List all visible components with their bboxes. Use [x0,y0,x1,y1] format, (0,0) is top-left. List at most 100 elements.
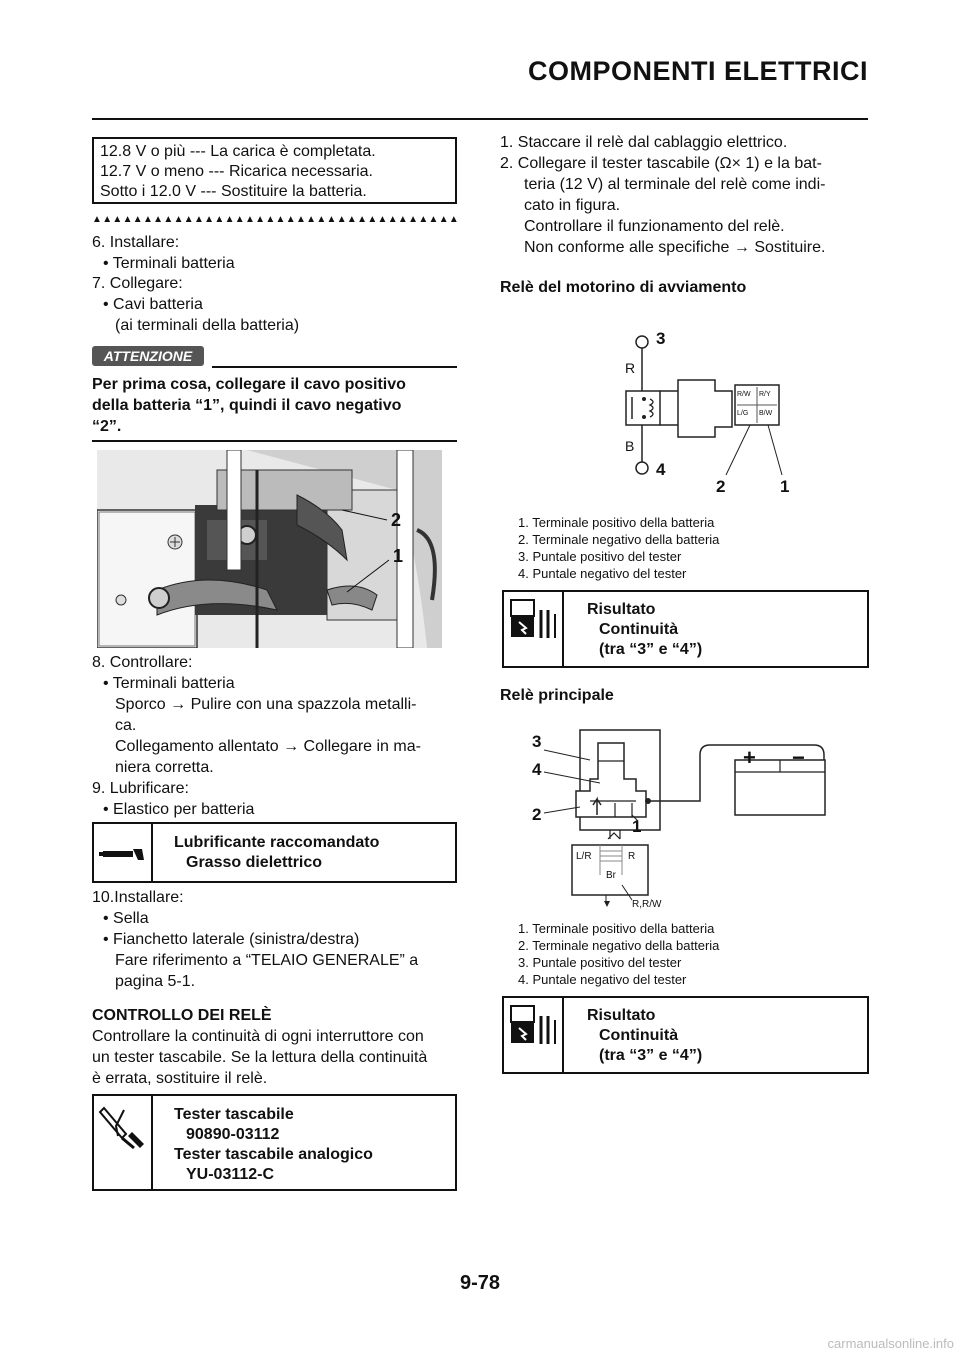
step-7-item: • Cavi batteria [103,296,203,313]
main-relay-title: Relè principale [500,687,614,704]
charge-line-2: 12.7 V o meno --- Ricarica necessaria. [100,163,373,180]
battery-minus: − [792,745,805,770]
result-1-icon-cell [504,592,564,666]
tester-icon-cell [94,1096,153,1189]
tester-line-1: Tester tascabile [174,1106,294,1123]
starter-relay-title: Relè del motorino di avviamento [500,279,747,296]
starter-relay-schematic [625,335,783,476]
right-step-2-replace: Non conforme alle specifiche → Sostituir… [524,239,826,256]
result-1-title: Risultato [587,601,656,618]
lube-title: Lubrificante raccomandato [174,834,380,851]
step-9: 9. Lubrificare: [92,780,189,797]
starter-pin-lg: L/G [737,410,749,417]
starter-pin-bw: B/W [759,410,773,417]
attention-end-rule [92,440,457,442]
attention-line-3: “2”. [92,418,122,435]
starter-label-4: 4 [656,460,666,479]
section-body-2: un tester tascabile. Se la lettura della… [92,1049,428,1066]
main-label-4: 4 [532,760,542,779]
starter-relay-diagram: 3 4 2 1 R B R/W R/Y L/G B/W [600,325,810,500]
charge-line-1: 12.8 V o più --- La carica è completata. [100,143,376,160]
page-number: 9-78 [459,1272,501,1294]
caption-2-4: 4. Puntale negativo del tester [518,972,687,987]
starter-wire-b: B [625,438,635,454]
caption-1-2: 2. Terminale negativo della batteria [518,532,720,547]
tester-line-2: 90890-03112 [186,1126,280,1143]
attention-badge: ATTENZIONE [92,346,204,366]
tester-line-3: Tester tascabile analogico [174,1146,373,1163]
caption-2-2: 2. Terminale negativo della batteria [518,938,720,953]
section-title: CONTROLLO DEI RELÈ [92,1007,272,1024]
step-8: 8. Controllare: [92,654,193,671]
main-label-2: 2 [532,805,542,824]
attention-label: ATTENZIONE [103,348,193,364]
right-step-2-cont-2: cato in figura. [524,197,621,214]
starter-pin-ry: R/Y [759,391,771,398]
main-label-3: 3 [532,732,542,751]
result-box-1: Risultato Continuità (tra “3” e “4”) [502,590,869,668]
starter-label-2: 2 [716,477,726,496]
starter-label-3: 3 [656,329,666,348]
step-9-item: • Elastico per batteria [103,801,255,818]
result-2-line-2: (tra “3” e “4”) [599,1047,703,1064]
result-2-title: Risultato [587,1007,656,1024]
caption-2-3: 3. Puntale positivo del tester [518,955,682,970]
caption-1-4: 4. Puntale negativo del tester [518,566,687,581]
step-10: 10.Installare: [92,889,184,906]
step-8-dirty: Sporco → Pulire con una spazzola metalli… [115,696,417,713]
result-2-icon-cell [504,998,564,1072]
step-10-item-1: • Sella [103,910,149,927]
caption-1-1: 1. Terminale positivo della batteria [518,515,715,530]
attention-line-2: della batteria “1”, quindi il cavo negat… [92,397,402,414]
multimeter-icon [510,1005,556,1044]
step-8-dirty-cont: ca. [115,717,137,734]
charge-line-3: Sotto i 12.0 V --- Sostituire la batteri… [100,183,367,200]
result-2-line-1: Continuità [599,1027,679,1044]
starter-label-1: 1 [780,477,790,496]
attention-line-1: Per prima cosa, collegare il cavo positi… [92,376,406,393]
result-box-2: Risultato Continuità (tra “3” e “4”) [502,996,869,1074]
warning-triangles: ▲▲▲▲▲▲▲▲▲▲▲▲▲▲▲▲▲▲▲▲▲▲▲▲▲▲▲▲▲▲▲▲▲▲▲▲▲▲▲▲… [92,215,457,225]
photo-label-2: 2 [391,510,402,530]
watermark: carmanualsonline.info [827,1336,954,1351]
lubricant-box: Lubrificante raccomandato Grasso dielett… [92,822,457,883]
lube-icon-cell [94,824,153,881]
main-pin-lr: L/R [576,851,592,862]
step-8-loose-cont: niera corretta. [115,759,214,776]
battery-plus: + [743,745,756,770]
right-step-2: 2. Collegare il tester tascabile (Ω× 1) … [500,155,822,172]
main-label-1: 1 [632,817,642,836]
tester-box: Tester tascabile 90890-03112 Tester tasc… [92,1094,457,1191]
section-body-1: Controllare la continuità di ogni interr… [92,1028,424,1045]
caption-2-1: 1. Terminale positivo della batteria [518,921,715,936]
grease-gun-icon [99,849,144,860]
multimeter-icon [510,599,556,638]
battery-photo: 2 1 [96,449,442,649]
charge-box: 12.8 V o più --- La carica è completata.… [92,137,457,204]
right-step-1: 1. Staccare il relè dal cablaggio elettr… [500,134,788,151]
header-rule [92,118,868,120]
main-relay-diagram: 3 4 2 1 + − L/R R Br R,R/W [520,725,860,920]
step-6-item: • Terminali batteria [103,255,235,272]
step-10-item-2: • Fianchetto laterale (sinistra/destra) [103,931,360,948]
battery-photo-illustration [96,449,442,649]
section-body-3: è errata, sostituire il relè. [92,1070,268,1087]
main-pin-rrw: R,R/W [632,899,662,910]
page-title: COMPONENTI ELETTRICI [528,56,868,86]
lube-value: Grasso dielettrico [186,854,323,871]
right-step-2-check: Controllare il funzionamento del relè. [524,218,785,235]
result-1-line-1: Continuità [599,621,679,638]
caption-1-3: 3. Puntale positivo del tester [518,549,682,564]
step-7: 7. Collegare: [92,275,183,292]
right-step-2-cont-1: teria (12 V) al terminale del relè come … [524,176,826,193]
step-7-note: (ai terminali della batteria) [115,317,300,334]
main-relay-schematic [543,729,826,907]
step-10-ref-cont: pagina 5-1. [115,973,196,990]
starter-wire-r: R [625,360,636,376]
main-pin-br: Br [606,870,616,881]
tester-line-4: YU-03112-C [186,1166,275,1183]
tester-probes-icon [98,1106,144,1150]
main-pin-r: R [628,851,636,862]
photo-label-1: 1 [393,546,404,566]
step-6: 6. Installare: [92,234,180,251]
